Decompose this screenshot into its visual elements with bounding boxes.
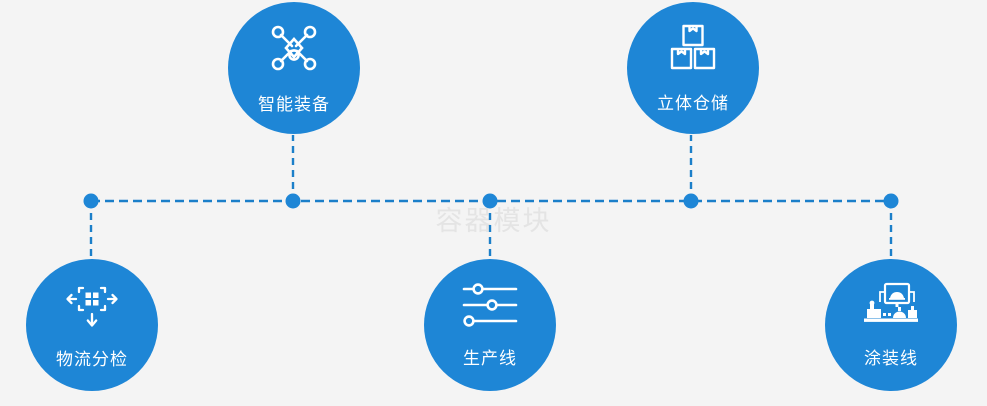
stacked-boxes-icon xyxy=(667,23,719,73)
node-label-wuliu-fenjian: 物流分检 xyxy=(56,349,128,370)
axis-dot-liti-cangchu xyxy=(683,193,699,209)
axis-dot-zhineng-zhuangbei xyxy=(285,193,301,209)
network-nodes-icon xyxy=(268,22,320,74)
axis-dot-tuzhuang-xian xyxy=(883,193,899,209)
node-tuzhuang-xian[interactable]: 涂装线 xyxy=(825,259,957,391)
node-liti-cangchu[interactable]: 立体仓储 xyxy=(627,2,759,134)
node-label-zhineng-zhuangbei: 智能装备 xyxy=(258,94,330,115)
axis-dot-shengchan-xian xyxy=(482,193,498,209)
node-label-liti-cangchu: 立体仓储 xyxy=(657,93,729,114)
paint-booth-icon xyxy=(862,282,920,330)
node-wuliu-fenjian[interactable]: 物流分检 xyxy=(26,259,158,391)
slider-controls-icon xyxy=(462,282,518,328)
watermark-text: 容器模块 xyxy=(435,206,552,237)
sorting-distribution-icon xyxy=(65,281,119,331)
node-label-shengchan-xian: 生产线 xyxy=(463,348,517,369)
node-zhineng-zhuangbei[interactable]: 智能装备 xyxy=(228,2,360,134)
node-label-tuzhuang-xian: 涂装线 xyxy=(864,348,918,369)
axis-dot-wuliu-fenjian xyxy=(83,193,99,209)
node-shengchan-xian[interactable]: 生产线 xyxy=(424,259,556,391)
